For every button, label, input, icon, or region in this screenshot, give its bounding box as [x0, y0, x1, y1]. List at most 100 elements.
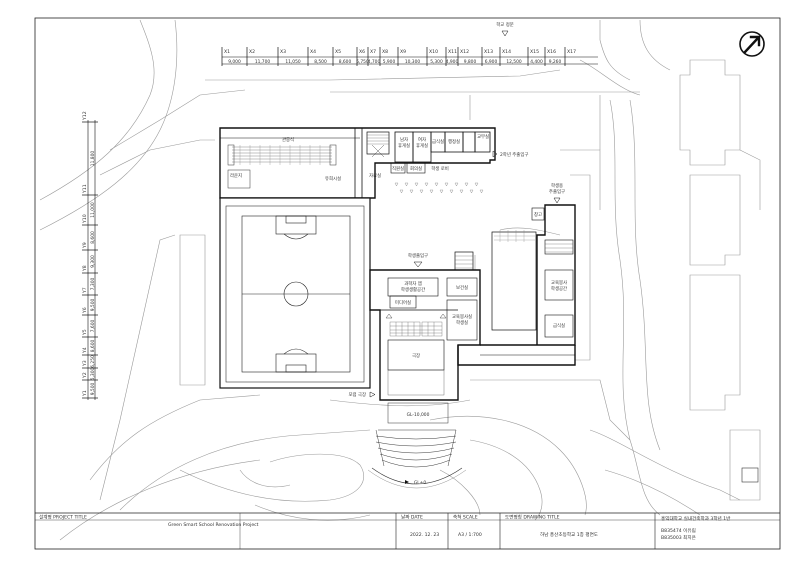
grid-y-label: Y11	[82, 184, 88, 194]
grid-x-dimension: 5,900	[383, 59, 396, 65]
scale-value: A3 / 1:700	[458, 532, 482, 538]
grid-x-label: X5	[335, 49, 341, 55]
apartment-blocks	[679, 59, 761, 501]
grid-y-dimension: 5,300	[90, 368, 96, 381]
north-arrow-icon	[739, 31, 765, 57]
grid-x-dimension: 4,400	[530, 59, 543, 65]
grid-y-label: Y12	[82, 111, 88, 121]
main-gate-label: 학교 정문	[496, 21, 514, 28]
room-m-label: 급식실	[553, 322, 565, 329]
scale-label: 축척 SCALE	[453, 514, 478, 521]
student-entrance-label: 학생출입구	[408, 252, 428, 259]
room-l-label-2: 학생공간	[551, 285, 567, 292]
grade2-entrance-marker-icon	[492, 150, 498, 158]
grid-x-dimension: 10,300	[405, 59, 421, 65]
grid-y-dimension: 7,600	[90, 320, 96, 333]
title-block: 설계명 PROJECT TITLE Green Smart School Ren…	[35, 512, 780, 549]
grid-y-label: Y8	[82, 265, 88, 272]
grid-y-label: Y9	[82, 242, 88, 249]
grid-y-label: Y5	[82, 329, 88, 336]
court-marker-icon	[405, 480, 409, 484]
grid-x-label: X16	[547, 49, 556, 55]
grid-y-label: Y7	[82, 287, 88, 294]
grid-y-dimension: 6,250	[90, 355, 96, 368]
grid-x-label: X17	[567, 49, 576, 55]
grid-y-label: Y3	[82, 360, 88, 367]
stage-label: 극장	[412, 352, 420, 359]
room-l-label-1: 교육봉사	[551, 279, 567, 286]
maker-lounge-label-2: 학생생활공간	[401, 286, 425, 293]
grid-x-dimension: 4,900	[446, 59, 459, 65]
grid-x-label: X3	[280, 49, 286, 55]
grid-x-label: X11	[448, 49, 457, 55]
grid-x-dimension: 8,500	[314, 59, 327, 65]
room-b-label-1: 여자	[418, 136, 426, 143]
grid-y-dimension: 9,300	[90, 255, 96, 268]
grid-y-dimension: 9,500	[90, 383, 96, 396]
grid-x-dimension: 11,050	[285, 59, 301, 65]
student-1: B835474 이유림	[661, 527, 696, 534]
court-level-label: GL±0	[414, 480, 427, 486]
grid-x-dimension: 4,700	[368, 59, 381, 65]
grid-x-dimension: 9,000	[228, 59, 241, 65]
grid-x-label: X14	[502, 49, 511, 55]
grid-x-label: X7	[370, 49, 376, 55]
stand-label: 유희시설	[325, 175, 341, 182]
date-label: 날짜 DATE	[401, 514, 423, 521]
courtyard	[491, 231, 537, 331]
room-k-label-2: 학생실	[456, 319, 468, 326]
grid-y-dimension: 9,500	[90, 299, 96, 312]
grid-x-dimension: 12,500	[506, 59, 522, 65]
grid-x-label: X9	[400, 49, 406, 55]
grid-x-label: X12	[460, 49, 469, 55]
site-context	[39, 19, 761, 541]
grid-x-dimension: 9,800	[464, 59, 477, 65]
main-gate-marker-icon	[501, 30, 509, 37]
hall-entrance-marker-icon	[369, 391, 376, 398]
project-name: Green Smart School Renovation Project	[168, 522, 259, 528]
grid-x-label: X8	[382, 49, 388, 55]
room-i-label: 자료실	[369, 172, 381, 179]
student-main-entrance-label-2: 주출입구	[549, 188, 565, 195]
room-b-label-2: 휴게실	[416, 142, 428, 149]
media-label: 미디어실	[395, 299, 411, 306]
room-a-label-2: 휴게실	[398, 142, 410, 149]
room-n-label: 창고	[534, 211, 542, 218]
room-j-label: 보건실	[456, 284, 468, 291]
room-a-label-1: 남자	[400, 136, 408, 143]
hall-entrance-label: 포럼 극장	[348, 391, 366, 398]
soccer-field	[225, 205, 365, 383]
grade2-entrance-label: 2학년 주출입구	[500, 151, 528, 158]
grid-x-label: X1	[224, 49, 230, 55]
grid-x-label: X4	[310, 49, 316, 55]
grid-y-label: Y6	[82, 307, 88, 314]
maker-lounge-label-1: 과학자 앱	[404, 280, 422, 287]
grid-x-dimension: 6,900	[485, 59, 498, 65]
building-plan: 관중석 유희시설 라운지 남자 휴게실 여자 휴게실 급식실 행정실 교무실	[219, 127, 576, 489]
date-value: 2022. 12. 23	[410, 532, 439, 538]
grid-y-label: Y4	[82, 347, 88, 354]
grid-y-dimension: 11,000	[90, 202, 96, 218]
student-main-entrance-marker-icon	[553, 197, 561, 204]
drawing-title: 하남 풍산초등학교 1층 평면도	[540, 531, 598, 538]
grid-y-label: Y1	[82, 390, 88, 397]
grid-x-dimension: 9,260	[549, 59, 562, 65]
grid-x-dimension: 8,600	[339, 59, 352, 65]
room-c-label: 급식실	[432, 138, 444, 145]
grid-x-label: X6	[359, 49, 365, 55]
student-entrance-marker-icon	[413, 261, 423, 268]
grid-x-dimension: 5,750	[356, 59, 369, 65]
grid-y-label: Y10	[82, 214, 88, 224]
room-d-label: 행정실	[448, 138, 460, 145]
grid-x-dimension: 5,300	[430, 59, 443, 65]
room-g-label: 회의실	[410, 165, 422, 172]
grid-x-label: X10	[429, 49, 438, 55]
grid-x-label: X15	[530, 49, 539, 55]
sheet-border	[34, 17, 781, 550]
grid-y-label: Y2	[82, 372, 88, 379]
grid-y-dimension: 7,300	[90, 278, 96, 291]
grid-y-dimension: 8,600	[90, 231, 96, 244]
